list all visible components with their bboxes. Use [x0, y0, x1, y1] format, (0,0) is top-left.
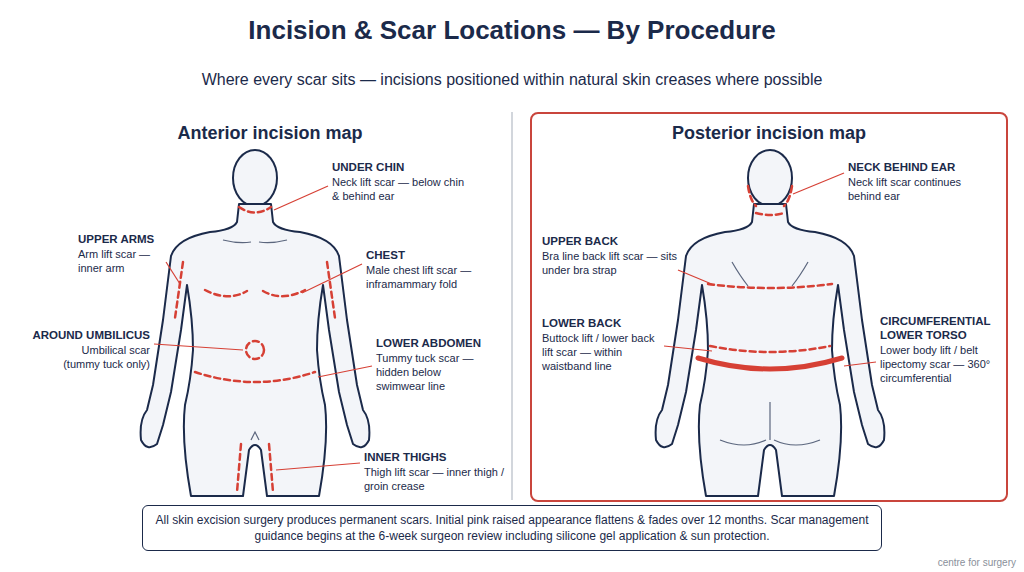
callout-heading: UPPER BACK [542, 234, 662, 248]
note-box: All skin excision surgery produces perma… [142, 505, 882, 551]
callout-text: Male chest lift scar — inframammary fold [366, 263, 496, 291]
watermark: centre for surgery [900, 556, 1016, 569]
callout-text: Lower body lift / belt lipectomy scar — … [880, 343, 1004, 385]
callout-text: Buttock lift / lower back lift scar — wi… [542, 331, 660, 373]
callout-heading: LOWER BACK [542, 316, 660, 330]
incision-lines [175, 207, 335, 492]
callout-text: Neck lift scar — below chin & behind ear [332, 175, 467, 203]
title: Incision & Scar Locations — By Procedure [0, 14, 1024, 48]
callout-text: Thigh lift scar — inner thigh / groin cr… [364, 465, 504, 493]
circumferential-scar [698, 358, 842, 369]
callout-heading: UPPER ARMS [78, 232, 188, 246]
callout-heading: INNER THIGHS [364, 450, 494, 464]
leader-lines [154, 173, 876, 470]
callout-text: Umbilical scar (tummy tuck only) [45, 343, 150, 371]
callout-heading: NECK BEHIND EAR [848, 160, 998, 174]
divider-line [511, 112, 513, 500]
callout-heading: CIRCUMFERENTIAL LOWER TORSO [880, 314, 1004, 342]
callout-heading: LOWER ABDOMEN [376, 336, 506, 350]
callout-heading: CHEST [366, 248, 506, 262]
caption: Where every scar sits — incisions positi… [0, 70, 1024, 91]
panel-heading: Anterior incision map [170, 122, 370, 145]
callout-text: Arm lift scar — inner arm [78, 247, 168, 275]
note-text: All skin excision surgery produces perma… [155, 512, 869, 544]
callout-text: Neck lift scar continues behind ear [848, 175, 993, 203]
panel-heading: Posterior incision map [532, 123, 1006, 144]
callout-heading: UNDER CHIN [332, 160, 502, 174]
callout-text: Bra line back lift scar — sits under bra… [542, 249, 680, 277]
incision-lines [708, 186, 832, 352]
callout-heading: AROUND UMBILICUS [18, 328, 150, 342]
callout-text: Tummy tuck scar — hidden below swimwear … [376, 351, 488, 393]
